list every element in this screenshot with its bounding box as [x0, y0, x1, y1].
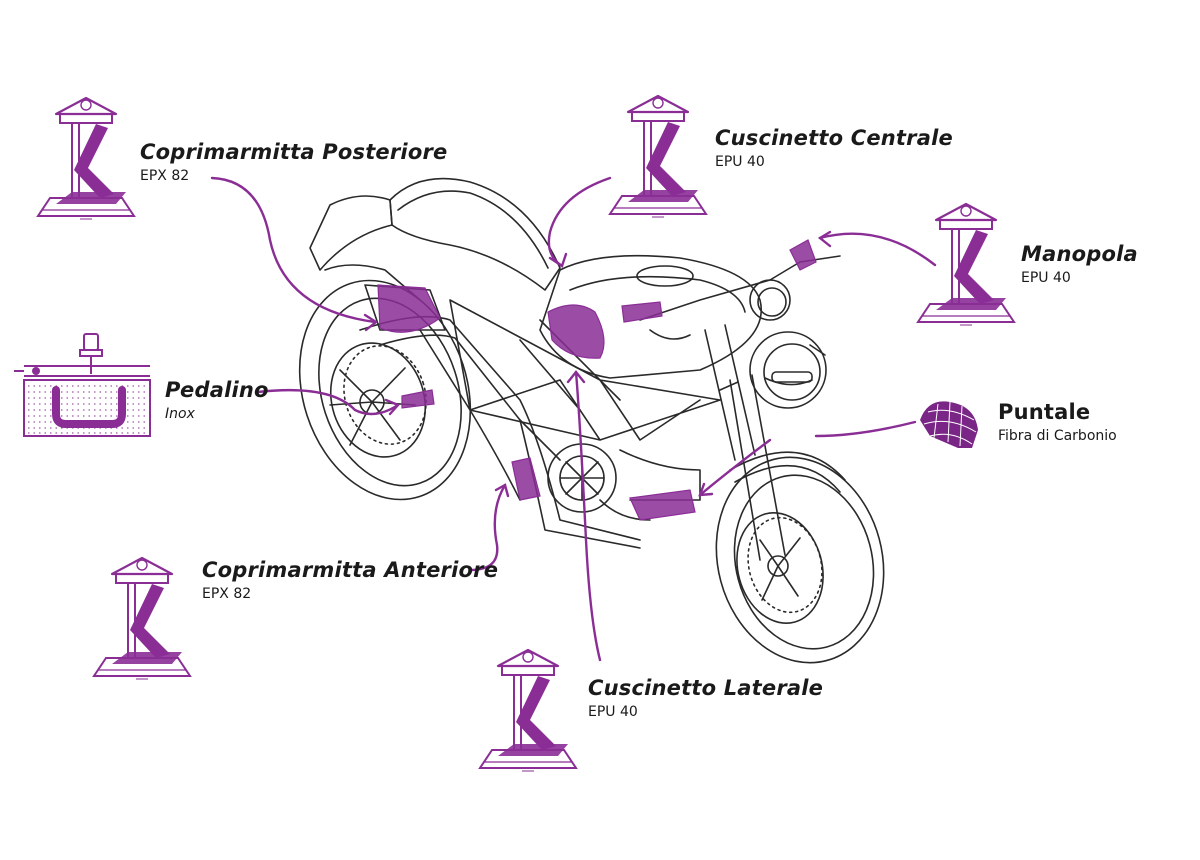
carbon-shell-icon — [920, 401, 978, 448]
leader-cuscinetto-centrale — [547, 176, 612, 268]
callout-material: EPX 82 — [140, 168, 190, 185]
callout-title: Coprimarmitta Anteriore — [202, 558, 499, 582]
callout-title: Coprimarmitta Posteriore — [140, 140, 448, 164]
leader-manopola — [818, 232, 937, 267]
callout-title: Cuscinetto Laterale — [588, 676, 824, 700]
callout-title: Cuscinetto Centrale — [715, 126, 953, 150]
callout-title: Manopola — [1021, 242, 1138, 266]
grip-left-part — [621, 301, 663, 323]
callout-title: Pedalino — [165, 378, 269, 402]
callout-title: Puntale — [998, 400, 1091, 424]
front-exhaust-cover-part — [511, 457, 541, 501]
printer-icon — [36, 96, 136, 221]
callout-material: EPU 40 — [1021, 270, 1071, 287]
grip-part — [789, 239, 817, 271]
callout-material: EPU 40 — [715, 154, 765, 171]
motorcycle-drawing — [298, 177, 885, 664]
rear-exhaust-cover-part — [377, 284, 441, 333]
callout-pedalino: Pedalino Inox — [165, 378, 269, 422]
footpeg-part — [401, 389, 435, 409]
leader-puntale — [698, 420, 917, 497]
callout-manopola: Manopola EPU 40 — [1021, 242, 1138, 286]
callout-cuscinetto-laterale: Cuscinetto Laterale EPU 40 — [588, 676, 823, 720]
callout-material: Inox — [165, 406, 195, 423]
callout-coprimarmitta-anteriore: Coprimarmitta Anteriore EPX 82 — [202, 558, 498, 602]
callout-material: Fibra di Carbonio — [998, 428, 1117, 445]
metal-printer-icon — [14, 333, 151, 437]
central-tank-pad-part — [547, 304, 605, 359]
leader-coprimarmitta-posteriore — [210, 176, 377, 324]
leader-pedalino — [256, 388, 400, 416]
callout-material: EPX 82 — [202, 586, 252, 603]
printer-icon — [478, 648, 578, 773]
highlighted-parts — [377, 239, 817, 521]
printer-icon — [92, 556, 192, 681]
leader-cuscinetto-laterale — [574, 370, 602, 662]
callout-coprimarmitta-posteriore: Coprimarmitta Posteriore EPX 82 — [140, 140, 447, 184]
leader-coprimarmitta-anteriore — [468, 483, 507, 572]
leader-lines — [210, 176, 937, 662]
callout-cuscinetto-centrale: Cuscinetto Centrale EPU 40 — [715, 126, 953, 170]
belly-pan-part — [629, 489, 696, 521]
callout-puntale: Puntale Fibra di Carbonio — [998, 400, 1117, 444]
printer-icon — [608, 94, 708, 219]
callout-material: EPU 40 — [588, 704, 638, 721]
